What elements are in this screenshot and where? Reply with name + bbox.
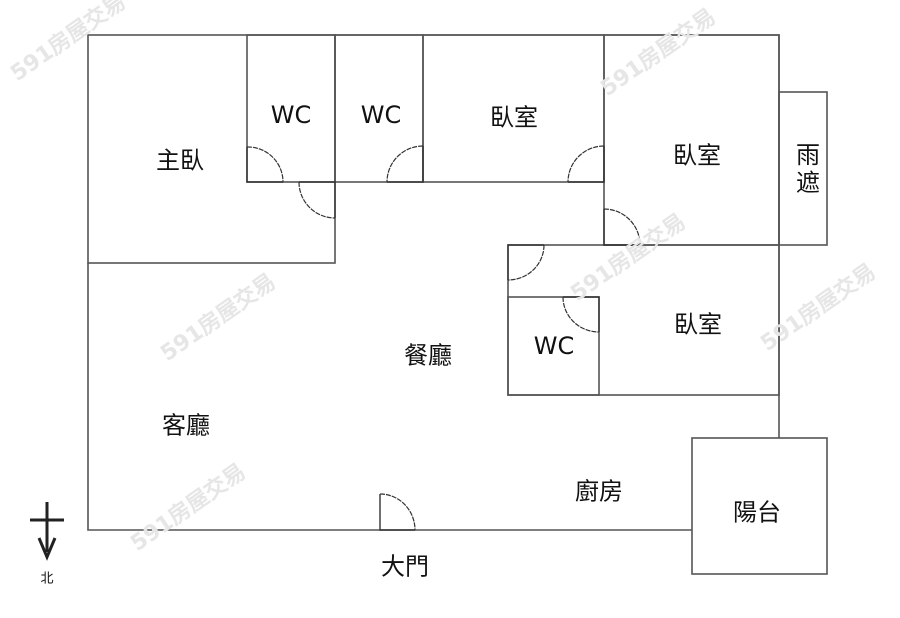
outer-wall-left-bottom [87,263,692,531]
main-door-label: 大門 [381,552,429,581]
doors [246,145,641,531]
room-label-wc3: WC [533,332,575,360]
outer-wall-top-right [335,34,780,438]
walls [87,34,828,575]
wc3-wall [507,296,600,396]
room-label-dining: 餐廳 [404,341,452,370]
balcony-wall [691,437,828,575]
bedroom3-wall [507,244,780,396]
room-label-master-bedroom: 主臥 [156,146,204,175]
room-label-canopy: 雨遮 [791,142,820,198]
room-label-bedroom3: 臥室 [674,310,722,339]
master-door [299,181,336,218]
north-arrow-icon [30,502,64,561]
bedroom2-door [603,209,640,246]
wc2-door [387,146,424,183]
canopy-wall [778,91,828,246]
room-label-balcony: 陽台 [733,498,781,527]
wc1-door [246,147,283,183]
north-label: 北 [40,571,54,587]
room-label-kitchen: 廚房 [575,477,623,506]
wc3-door [563,296,600,332]
master-bedroom-wall [87,34,336,264]
room-label-wc2: WC [360,101,402,129]
room-label-wc1: WC [270,101,312,129]
room-label-bedroom2: 臥室 [673,141,721,170]
bedroom1-door [568,146,605,183]
room-label-living: 客廳 [162,411,210,440]
room-label-bedroom1: 臥室 [490,103,538,132]
main-door [379,494,415,531]
bedroom3-door [507,244,544,280]
